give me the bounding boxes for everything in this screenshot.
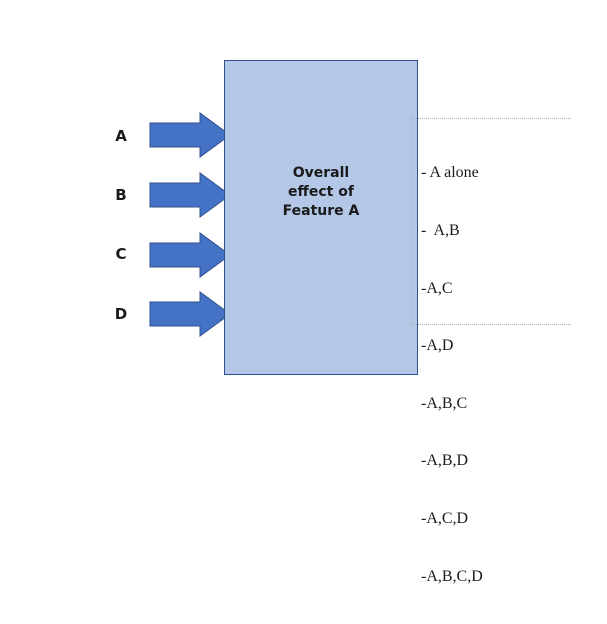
box-label-line-2: effect of — [288, 184, 354, 200]
arrow-a-icon — [149, 112, 231, 158]
list-item: -A,D — [421, 337, 454, 355]
input-label-a: A — [115, 127, 127, 145]
arrow-c-icon — [149, 232, 231, 278]
list-item: -A,B,C,D — [421, 567, 483, 585]
box-label-line-3: Feature A — [282, 203, 360, 219]
box-label-line-1: Overall — [292, 165, 350, 181]
list-item: -A,B,C — [421, 394, 468, 412]
arrow-d-icon — [149, 291, 231, 337]
combination-list: - A alone - A,B -A,C -A,D -A,B,C -A,B,D … — [421, 125, 483, 624]
arrow-b-icon — [149, 172, 231, 218]
overall-effect-label: Overall effect of Feature A — [225, 164, 417, 221]
list-item: -A,C,D — [421, 510, 469, 528]
input-label-b: B — [115, 186, 127, 204]
combination-list-frame — [411, 118, 571, 325]
list-item: - A alone — [421, 164, 479, 182]
overall-effect-box: Overall effect of Feature A — [224, 60, 418, 375]
list-item: -A,C — [421, 279, 453, 297]
list-item: -A,B,D — [421, 452, 469, 470]
input-label-d: D — [114, 305, 128, 323]
list-item: - A,B — [421, 222, 460, 240]
input-label-c: C — [115, 245, 127, 263]
